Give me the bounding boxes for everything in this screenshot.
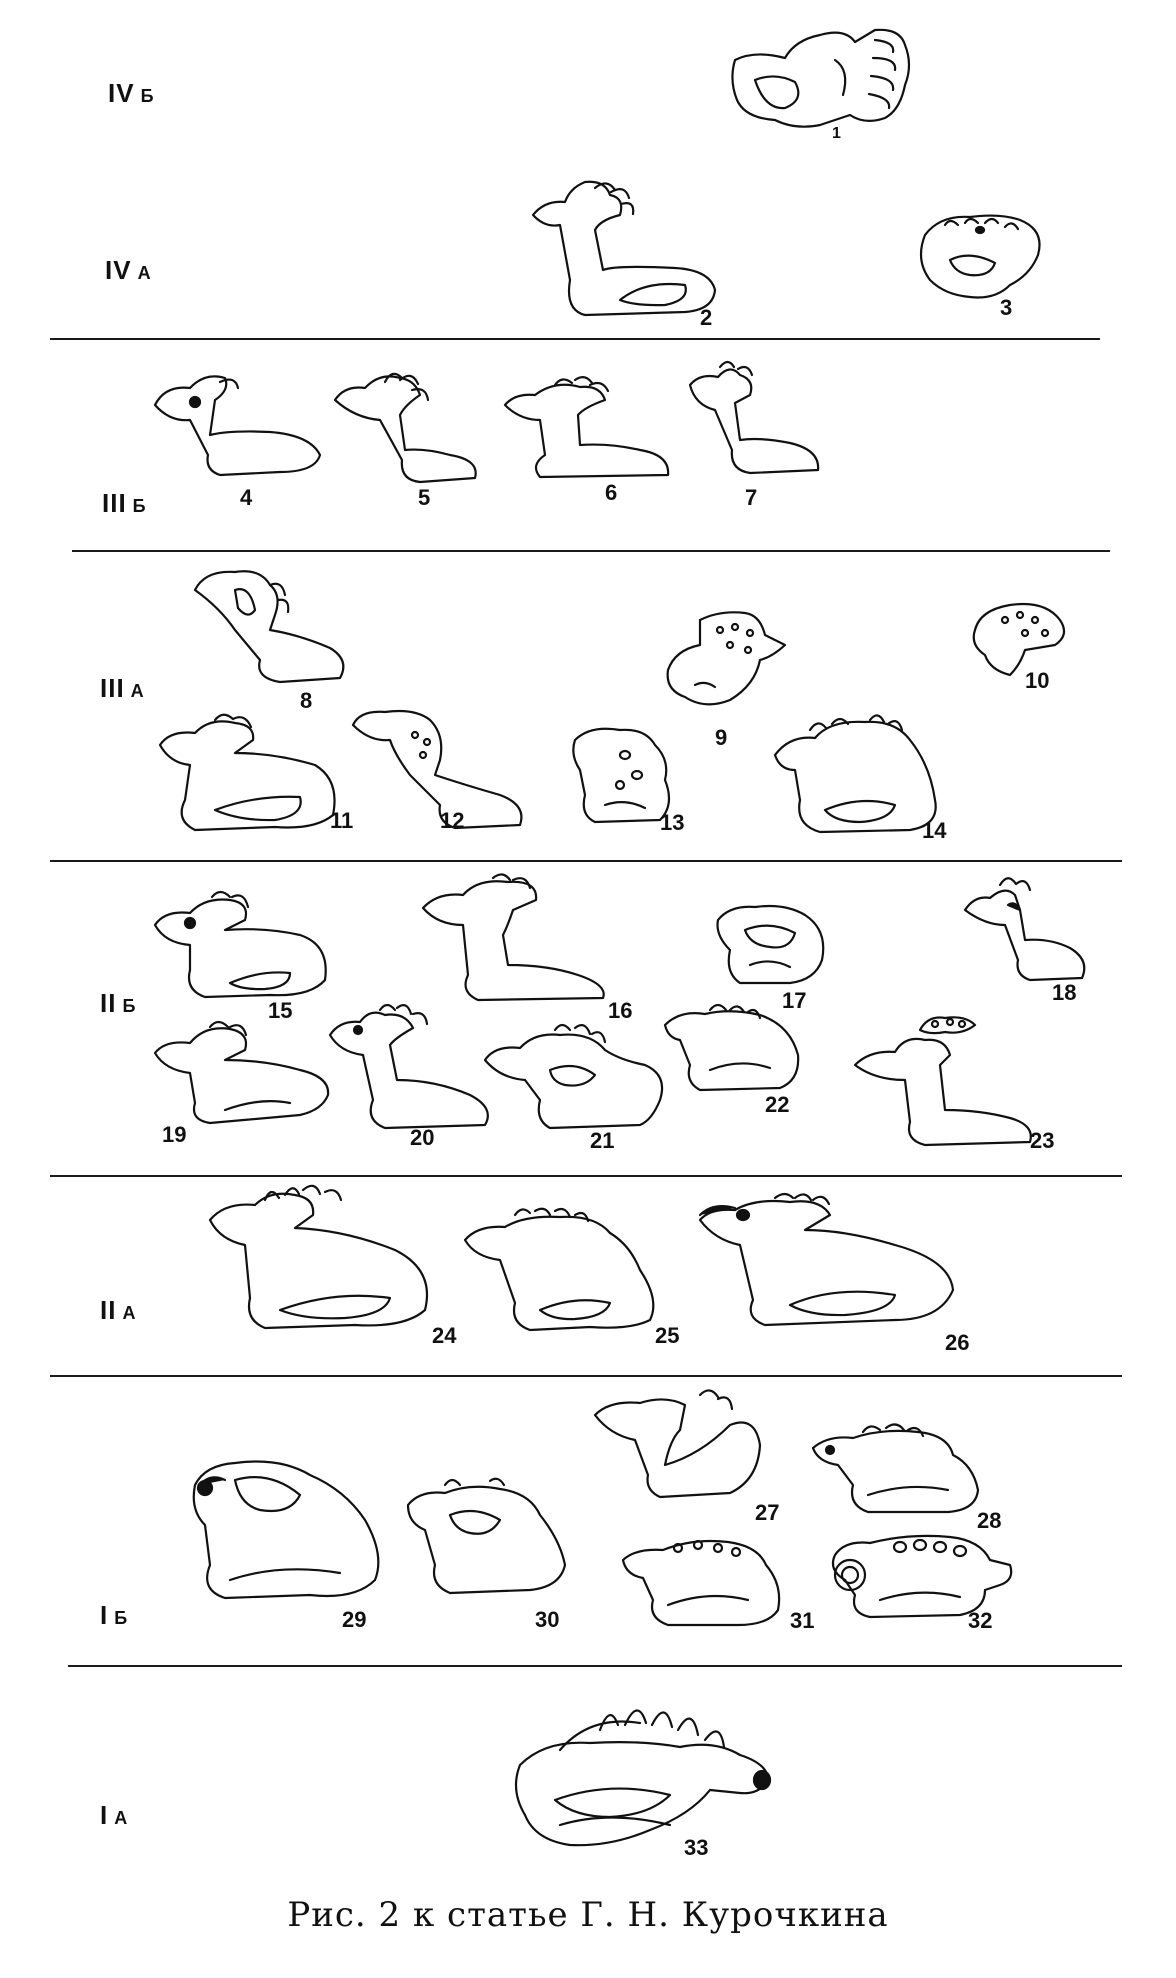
figure-number: 14 bbox=[922, 818, 947, 843]
figure-33-drawing bbox=[514, 1709, 772, 1847]
figure-10-drawing bbox=[972, 602, 1066, 677]
figure-21-drawing bbox=[483, 1023, 664, 1130]
divider-line bbox=[68, 1665, 1122, 1667]
figure-number: 4 bbox=[240, 485, 253, 510]
figure-number: 1 bbox=[832, 125, 841, 142]
figure-number: 26 bbox=[945, 1330, 970, 1355]
figure-11-drawing bbox=[158, 713, 336, 832]
figure-caption: Рис. 2 к статье Г. Н. Курочкина bbox=[287, 1895, 889, 1935]
figure-24-drawing bbox=[208, 1184, 429, 1330]
figure-23-drawing bbox=[853, 1016, 1032, 1147]
figure-number: 19 bbox=[162, 1122, 187, 1147]
figure-13-drawing bbox=[572, 727, 671, 824]
figure-15-drawing bbox=[153, 890, 327, 999]
figure-20-drawing bbox=[328, 1003, 489, 1130]
figure-16-drawing bbox=[421, 873, 605, 1002]
figure-29-drawing bbox=[192, 1460, 380, 1600]
figure-28-drawing bbox=[811, 1423, 980, 1514]
figure-number: 16 bbox=[608, 998, 633, 1023]
figure-number: 15 bbox=[268, 998, 293, 1023]
figure-number: 21 bbox=[590, 1128, 615, 1153]
figure-number: 3 bbox=[1000, 295, 1013, 320]
figure-32-drawing bbox=[831, 1534, 1013, 1619]
figure-number: 29 bbox=[342, 1607, 367, 1632]
figure-19-drawing bbox=[153, 1020, 330, 1125]
figure-7-drawing bbox=[688, 360, 820, 475]
divider-line bbox=[72, 550, 1110, 552]
figure-2-drawing bbox=[531, 180, 717, 317]
figure-number: 9 bbox=[715, 725, 728, 750]
figure-number: 25 bbox=[655, 1323, 680, 1348]
figure-number: 13 bbox=[660, 810, 685, 835]
figure-8-drawing bbox=[193, 570, 345, 684]
divider-line bbox=[50, 1375, 1122, 1377]
figure-17-drawing bbox=[716, 904, 825, 985]
figure-number: 6 bbox=[605, 480, 618, 505]
figure-4-drawing bbox=[153, 375, 322, 477]
figure-25-drawing bbox=[463, 1207, 655, 1332]
figure-number: 17 bbox=[782, 988, 807, 1013]
figure-number: 30 bbox=[535, 1607, 560, 1632]
figure-number: 12 bbox=[440, 808, 465, 833]
figure-number: 23 bbox=[1030, 1128, 1055, 1153]
figure-number: 22 bbox=[765, 1092, 790, 1117]
figure-number: 32 bbox=[968, 1608, 993, 1633]
figure-30-drawing bbox=[406, 1477, 567, 1595]
figure-18-drawing bbox=[963, 877, 1086, 982]
figure-31-drawing bbox=[621, 1539, 781, 1627]
figure-26-drawing bbox=[698, 1192, 955, 1327]
figure-number: 8 bbox=[300, 688, 313, 713]
figure-number: 5 bbox=[418, 485, 431, 510]
figure-5-drawing bbox=[333, 372, 477, 484]
divider-line bbox=[50, 338, 1100, 340]
figure-12-drawing bbox=[351, 709, 523, 830]
figure-27-drawing bbox=[593, 1389, 762, 1499]
figure-14-drawing bbox=[773, 714, 937, 834]
figure-number: 10 bbox=[1025, 668, 1050, 693]
figure-number: 33 bbox=[684, 1835, 709, 1860]
figure-3-drawing bbox=[919, 214, 1041, 299]
figure-9-drawing bbox=[666, 611, 787, 706]
figure-number: 27 bbox=[755, 1500, 780, 1525]
figure-number: 31 bbox=[790, 1608, 815, 1633]
figure-number: 18 bbox=[1052, 980, 1077, 1005]
figure-number: 2 bbox=[700, 305, 713, 330]
figure-number: 7 bbox=[745, 485, 758, 510]
divider-line bbox=[50, 1175, 1122, 1177]
figure-1-drawing bbox=[731, 28, 911, 128]
figure-number: 20 bbox=[410, 1125, 435, 1150]
figure-number: 24 bbox=[432, 1323, 457, 1348]
figure-number: 11 bbox=[330, 808, 354, 833]
divider-line bbox=[50, 860, 1122, 862]
figure-number: 28 bbox=[977, 1508, 1002, 1533]
figure-22-drawing bbox=[663, 1003, 800, 1092]
figure-6-drawing bbox=[503, 376, 670, 479]
